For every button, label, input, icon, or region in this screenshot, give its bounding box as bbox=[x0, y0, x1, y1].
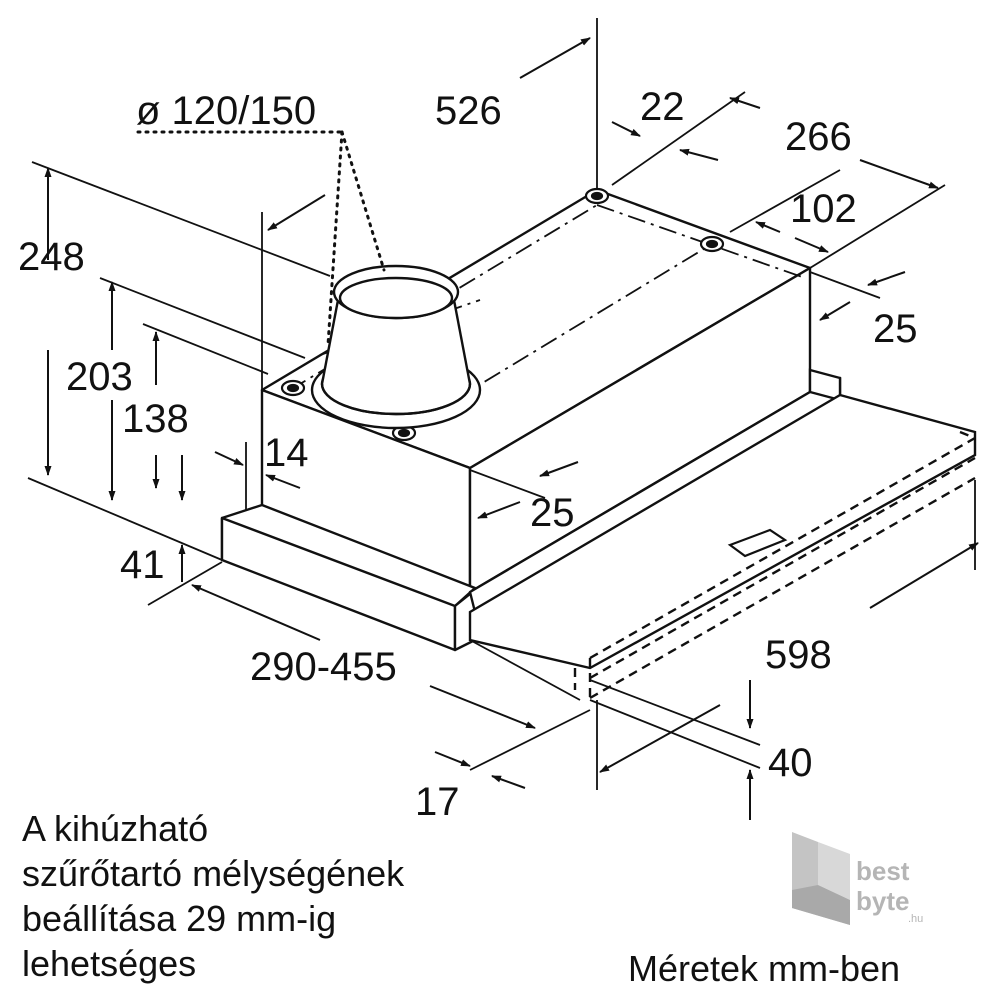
dim-598: 598 bbox=[765, 633, 832, 677]
dim-duct-diameter: ø 120/150 bbox=[136, 89, 316, 133]
adjustment-note: A kihúzható szűrőtartó mélységének beáll… bbox=[22, 806, 582, 986]
dim-22: 22 bbox=[640, 85, 685, 129]
duct-connector bbox=[312, 266, 480, 428]
dim-41: 41 bbox=[120, 543, 165, 587]
dim-138: 138 bbox=[122, 397, 189, 441]
dim-290-455: 290-455 bbox=[250, 645, 397, 689]
dim-248: 248 bbox=[18, 235, 85, 279]
dim-266: 266 bbox=[785, 115, 852, 159]
dim-25-side: 25 bbox=[873, 307, 918, 351]
logo-word-best: best bbox=[856, 856, 910, 886]
bestbyte-logo: best byte .hu bbox=[790, 830, 930, 930]
dim-526: 526 bbox=[435, 89, 502, 133]
units-label: Méretek mm-ben bbox=[628, 948, 900, 990]
logo-suffix: .hu bbox=[908, 913, 923, 925]
note-line: beállítása 29 mm-ig bbox=[22, 896, 582, 941]
note-line: lehetséges bbox=[22, 941, 582, 986]
dim-25-front: 25 bbox=[530, 491, 575, 535]
note-line: A kihúzható bbox=[22, 806, 582, 851]
dim-102: 102 bbox=[790, 187, 857, 231]
dim-40: 40 bbox=[768, 741, 813, 785]
logo-word-byte: byte bbox=[856, 886, 909, 916]
dim-14: 14 bbox=[264, 431, 309, 475]
note-line: szűrőtartó mélységének bbox=[22, 851, 582, 896]
dim-203: 203 bbox=[66, 355, 133, 399]
